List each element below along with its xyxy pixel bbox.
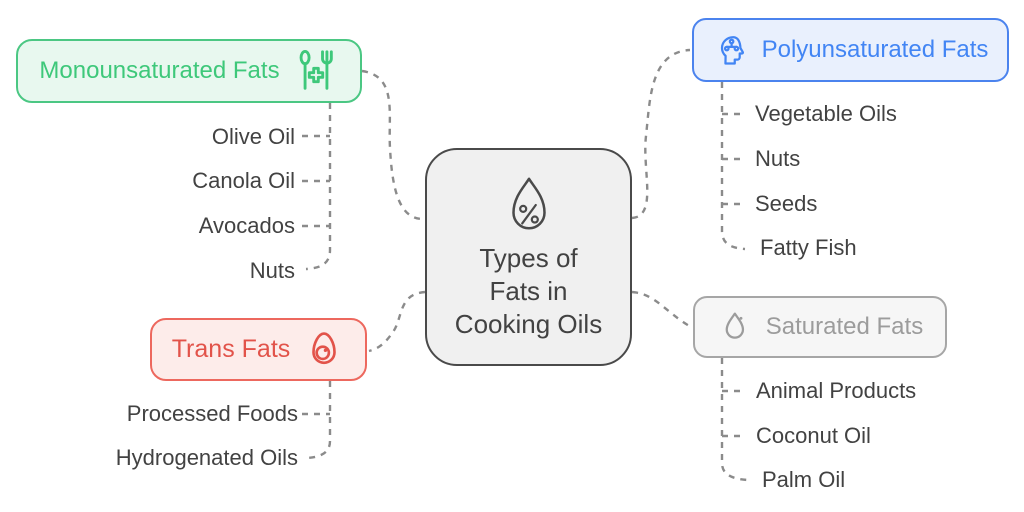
item-palm-oil: Palm Oil — [762, 467, 846, 492]
item-avocados: Avocados — [198, 213, 295, 238]
center-title-line-3: Cooking Oils — [454, 309, 603, 339]
item-nuts-mono: Nuts — [249, 258, 295, 283]
spine-polyunsaturated — [720, 82, 746, 251]
link-polyunsaturated — [631, 48, 691, 220]
node-label-polyunsaturated-fats: Polyunsaturated Fats — [761, 36, 989, 63]
link-trans — [368, 290, 426, 353]
item-coconut-oil: Coconut Oil — [756, 423, 871, 448]
spine-saturated — [720, 358, 749, 482]
item-nuts-poly: Nuts — [755, 146, 801, 171]
center-title-line-2: Fats in — [489, 276, 568, 306]
node-polyunsaturated-fats: Polyunsaturated Fats — [692, 18, 1009, 82]
node-center-types-of-fats: Types of Fats in Cooking Oils — [425, 148, 632, 366]
center-title: Types of Fats in Cooking Oils — [455, 242, 602, 341]
node-label-saturated-fats: Saturated Fats — [765, 313, 924, 340]
node-saturated-fats: Saturated Fats — [693, 296, 947, 358]
link-saturated — [631, 290, 692, 329]
node-trans-fats: Trans Fats — [150, 318, 367, 381]
node-label-monounsaturated-fats: Monounsaturated Fats — [39, 57, 280, 84]
item-seeds: Seeds — [755, 191, 818, 216]
node-monounsaturated-fats: Monounsaturated Fats — [16, 39, 362, 103]
psychology-head-icon — [713, 32, 749, 68]
spine-monounsaturated — [305, 103, 332, 271]
cutlery-plus-icon — [293, 48, 339, 94]
item-processed-foods: Processed Foods — [126, 401, 298, 426]
spine-trans — [306, 381, 332, 460]
node-label-trans-fats: Trans Fats — [171, 335, 291, 363]
center-title-line-1: Types of — [479, 243, 578, 273]
item-olive-oil: Olive Oil — [211, 124, 295, 149]
item-vegetable-oils: Vegetable Oils — [755, 101, 897, 126]
link-monounsaturated — [361, 69, 424, 221]
egg-icon — [303, 328, 345, 372]
item-fatty-fish: Fatty Fish — [760, 235, 857, 260]
item-animal-products: Animal Products — [756, 378, 917, 403]
item-hydrogenated-oils: Hydrogenated Oils — [115, 445, 298, 470]
item-canola-oil: Canola Oil — [192, 168, 295, 193]
water-drop-icon — [717, 309, 753, 345]
percent-droplet-icon — [504, 174, 554, 236]
